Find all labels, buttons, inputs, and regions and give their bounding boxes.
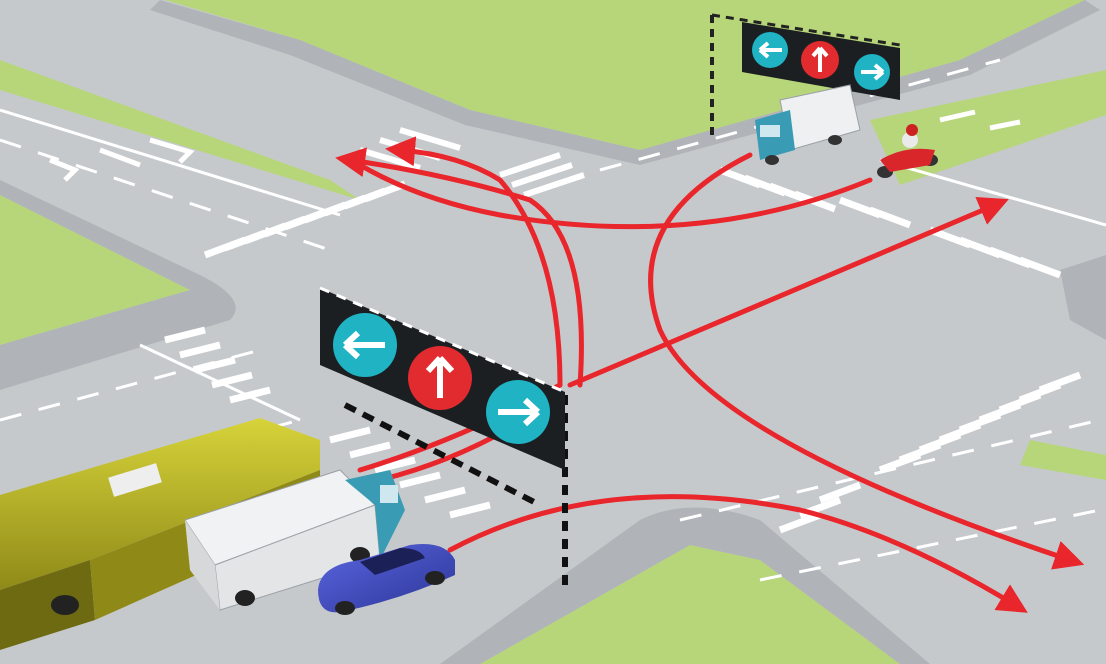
path-arrow <box>357 162 873 230</box>
path-arrow <box>567 197 1009 388</box>
back-signal-gantry <box>710 13 901 140</box>
crosswalk-bottom-right <box>778 371 1082 534</box>
truck <box>755 84 861 165</box>
crosswalk-bottom-left <box>164 326 491 519</box>
path-arrows <box>335 136 1085 613</box>
car <box>318 544 455 615</box>
crosswalk-left <box>203 180 407 259</box>
grass-bottom-center <box>480 545 900 664</box>
sidewalk-left <box>0 180 236 390</box>
bus <box>0 418 320 650</box>
front-signal-gantry <box>319 286 568 590</box>
road-arrow-markings <box>49 109 1021 182</box>
path-arrow <box>447 494 1028 613</box>
truck <box>184 469 405 611</box>
sidewalk-bottom <box>440 507 930 664</box>
sidewalk-right <box>1060 255 1106 340</box>
sidewalk-top <box>150 0 1100 165</box>
motorbike <box>877 124 938 178</box>
path-arrow <box>648 152 1085 570</box>
path-arrow <box>385 136 563 388</box>
crosswalk-right <box>718 166 1062 279</box>
grass-right-block <box>1020 440 1106 480</box>
grass-left-block <box>0 195 190 345</box>
path-arrow <box>335 147 584 388</box>
grass-left-strip <box>0 60 360 200</box>
